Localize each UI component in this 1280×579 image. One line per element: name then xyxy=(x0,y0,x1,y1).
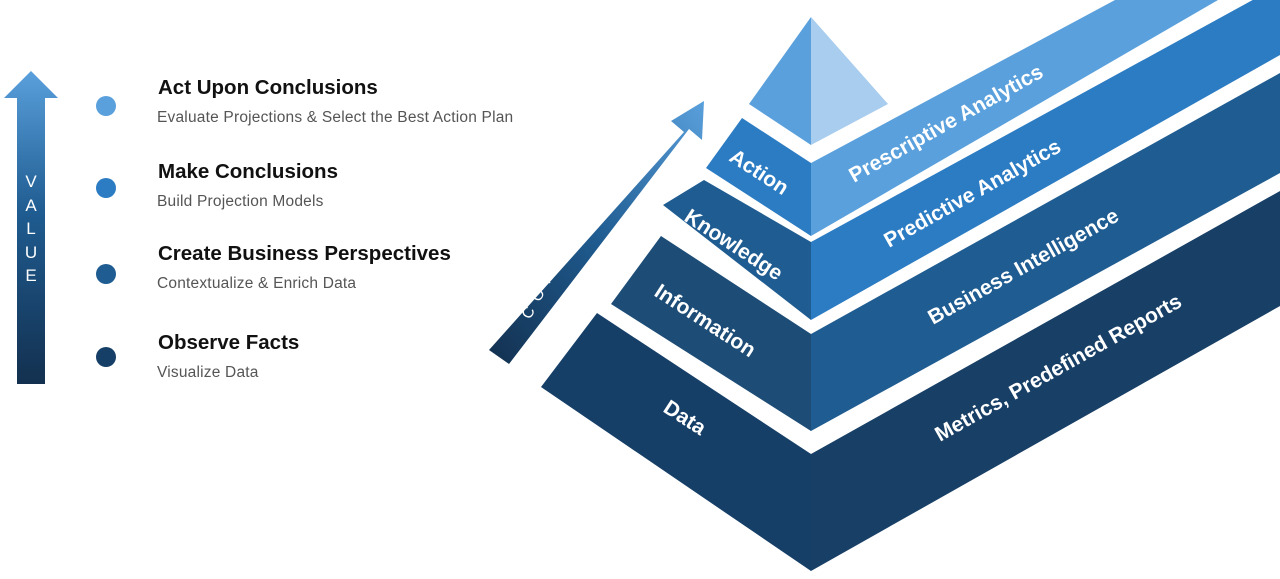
step-subtitle: Visualize Data xyxy=(157,364,259,381)
step-title: Create Business Perspectives xyxy=(158,242,451,265)
value-arrow xyxy=(4,71,58,384)
step-bullet xyxy=(96,347,116,367)
step-observe-facts: Observe Facts Visualize Data xyxy=(96,331,616,391)
pyramid-apex xyxy=(749,17,888,145)
step-act-upon-conclusions: Act Upon Conclusions Evaluate Projection… xyxy=(96,76,616,136)
step-make-conclusions: Make Conclusions Build Projection Models xyxy=(96,160,616,220)
step-create-business-perspectives: Create Business Perspectives Contextuali… xyxy=(96,242,616,302)
step-title: Make Conclusions xyxy=(158,160,338,183)
pyramid-level-information: Information Business Intelligence xyxy=(611,73,1280,431)
step-title: Observe Facts xyxy=(158,331,300,354)
value-axis-label: VALUE xyxy=(16,170,46,288)
step-subtitle: Evaluate Projections & Select the Best A… xyxy=(157,109,514,126)
step-subtitle: Build Projection Models xyxy=(157,193,324,210)
step-bullet xyxy=(96,96,116,116)
step-title: Act Upon Conclusions xyxy=(158,76,378,99)
step-subtitle: Contextualize & Enrich Data xyxy=(157,275,357,292)
step-bullet xyxy=(96,264,116,284)
step-bullet xyxy=(96,178,116,198)
value-axis-text: VALUE xyxy=(24,172,38,286)
